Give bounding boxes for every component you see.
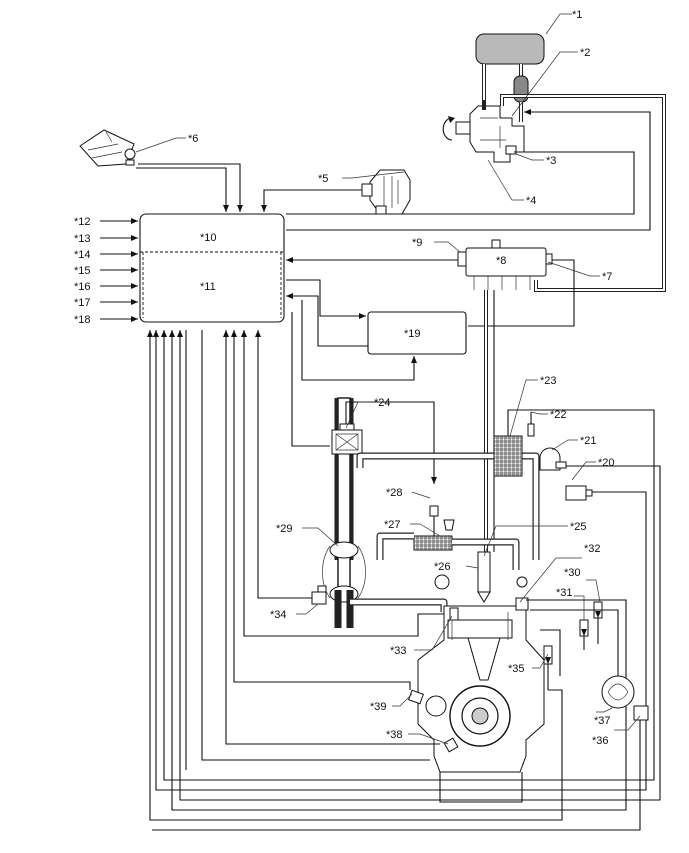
- label-17: *17: [74, 297, 91, 309]
- sensor-22-icon: [527, 423, 535, 437]
- sensor-31-icon: [579, 619, 589, 637]
- label-6: *6: [188, 133, 198, 145]
- label-35: *35: [508, 663, 525, 675]
- sensor-20-icon: [565, 485, 593, 501]
- common-rail-icon: [457, 239, 553, 290]
- label-30: *30: [564, 567, 581, 579]
- label-12: *12: [74, 216, 91, 228]
- label-14: *14: [74, 249, 91, 261]
- label-15: *15: [74, 265, 91, 277]
- label-28: *28: [386, 487, 403, 499]
- label-20: *20: [598, 457, 615, 469]
- label-34: *34: [270, 609, 287, 621]
- sensor-38-icon: [443, 737, 459, 753]
- sensor-33-icon: [449, 607, 459, 621]
- fuel-lines-tank: [482, 64, 523, 100]
- sensor-35-icon: [543, 645, 553, 665]
- label-22: *22: [550, 409, 567, 421]
- label-23: *23: [540, 375, 557, 387]
- label-11: *11: [200, 281, 216, 293]
- label-27: *27: [384, 519, 401, 531]
- label-5: *5: [318, 173, 328, 185]
- egr-valve-28-icon: [429, 505, 455, 531]
- rotation-arrow-icon: [442, 116, 455, 141]
- sensor-39-icon: [408, 689, 447, 717]
- intercooler-icon: [493, 435, 523, 477]
- label-9: *9: [412, 237, 422, 249]
- label-10: *10: [200, 232, 217, 244]
- module-19-box: [367, 311, 467, 355]
- label-24: *24: [374, 397, 391, 409]
- label-33: *33: [390, 645, 407, 657]
- sensor-36-icon: [633, 705, 649, 721]
- label-31: *31: [556, 587, 573, 599]
- label-4: *4: [526, 195, 536, 207]
- label-39: *39: [370, 701, 387, 713]
- label-32: *32: [584, 543, 601, 555]
- label-37: *37: [594, 715, 611, 727]
- sensor-34-icon: [311, 585, 327, 605]
- injector-icon: [477, 551, 491, 603]
- label-8: *8: [496, 255, 506, 267]
- fuel-filter-icon: [513, 75, 529, 122]
- egr-valve-37-icon: [601, 675, 635, 709]
- supply-pump-icon: [455, 105, 525, 163]
- label-13: *13: [74, 233, 91, 245]
- boost-sensor-21-icon: [539, 447, 567, 471]
- label-2: *2: [580, 47, 590, 59]
- label-7: *7: [602, 271, 612, 283]
- callout-labels: *1 *2 *3 *4 *5 *6 *7 *8 *9 *10 *11 *12 *…: [74, 9, 615, 747]
- label-26: *26: [434, 561, 451, 573]
- egr-cooler-icon: [413, 535, 453, 551]
- label-1: *1: [572, 9, 582, 21]
- label-19: *19: [404, 328, 421, 340]
- label-36: *36: [592, 735, 609, 747]
- label-18: *18: [74, 314, 91, 326]
- label-25: *25: [570, 521, 587, 533]
- alternator-icon: [361, 169, 411, 215]
- air-flow-meter-icon: [331, 423, 363, 455]
- fuel-tank-icon: [475, 33, 545, 65]
- label-38: *38: [386, 729, 403, 741]
- ecu-box: [139, 213, 285, 323]
- label-29: *29: [276, 523, 293, 535]
- label-16: *16: [74, 281, 91, 293]
- crankshaft-pulley-icon: [449, 685, 511, 747]
- leader-lines: [135, 13, 641, 745]
- label-3: *3: [546, 155, 556, 167]
- label-21: *21: [580, 435, 597, 447]
- accelerator-pedal-icon: [79, 129, 136, 167]
- ecu-input-arrows: [100, 218, 138, 322]
- sensor-32-icon: [515, 597, 529, 611]
